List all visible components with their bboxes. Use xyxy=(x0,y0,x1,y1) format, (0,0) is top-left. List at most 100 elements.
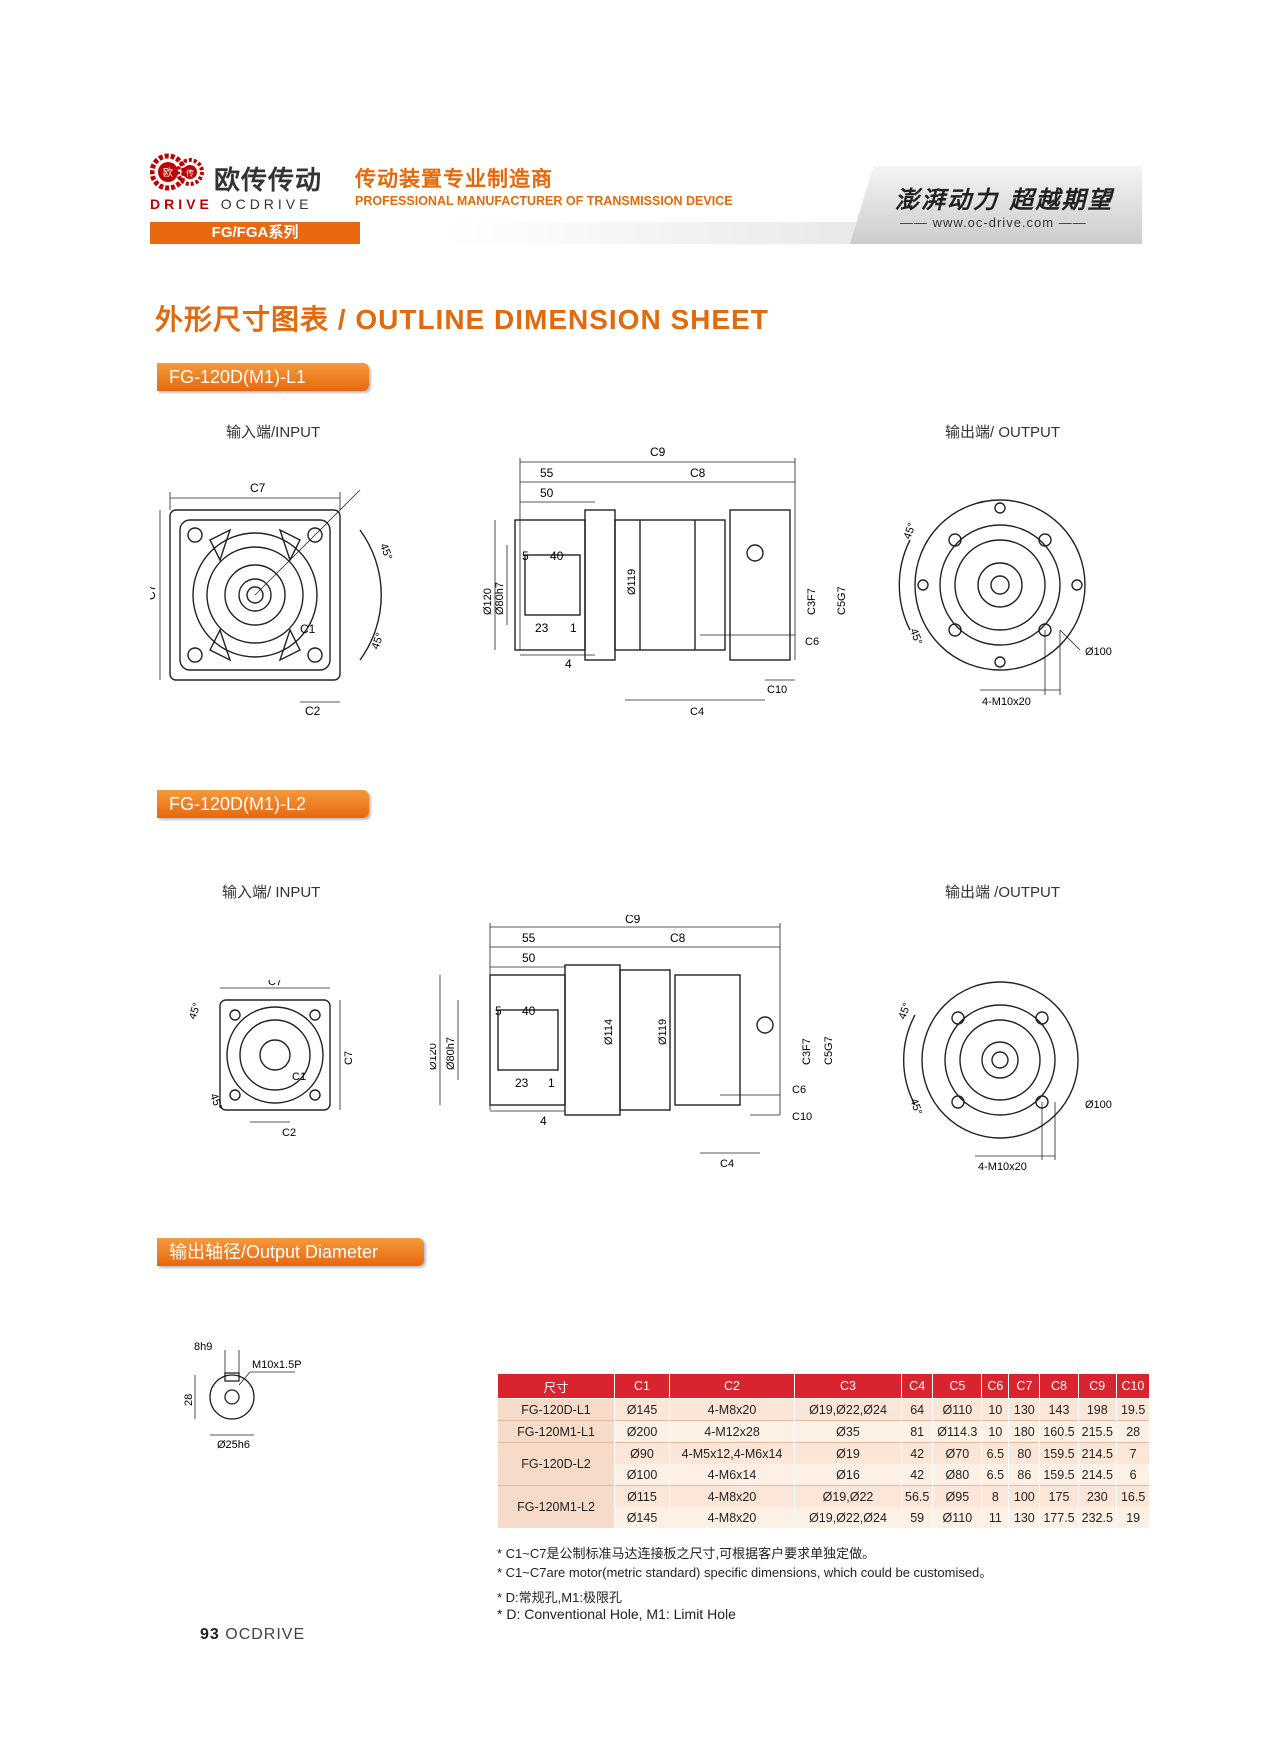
table-cell: 7 xyxy=(1115,1442,1150,1464)
dim-40-l1: 40 xyxy=(550,549,564,563)
page-title: 外形尺寸图表 / OUTLINE DIMENSION SHEET xyxy=(155,304,769,335)
table-cell: 42 xyxy=(900,1464,933,1486)
table-cell: Ø19,Ø22 xyxy=(794,1485,902,1507)
dim-d80-l2: Ø80h7 xyxy=(445,1037,457,1070)
dim-c7v-l1: C7 xyxy=(150,584,158,600)
table-cell: Ø19 xyxy=(794,1442,902,1464)
footer-brand: OCDRIVE xyxy=(225,1626,306,1643)
output-label-l2: 输出端 /OUTPUT xyxy=(945,884,1060,901)
dim-45-out-b-l2: 45° xyxy=(907,1097,924,1117)
input-flange-drawing-l2: C7 C7 C1 C2 45° 45° xyxy=(190,980,355,1139)
table-cell: Ø114.3 xyxy=(932,1420,982,1443)
shaft-height: 28 xyxy=(183,1394,195,1406)
table-cell: Ø95 xyxy=(932,1485,982,1507)
dim-c2-l1: C2 xyxy=(305,704,321,718)
dim-c8-l1: C8 xyxy=(690,466,706,480)
table-cell: 160.5 xyxy=(1039,1420,1079,1443)
table-cell: 11 xyxy=(981,1507,1009,1528)
section-title-output-diameter: 输出轴径/Output Diameter xyxy=(157,1238,424,1266)
table-cell: 4-M8x20 xyxy=(669,1398,795,1421)
note-3: * D:常规孔,M1:极限孔 xyxy=(497,1590,622,1605)
table-cell: Ø35 xyxy=(794,1420,902,1443)
note-2: * C1~C7are motor(metric standard) specif… xyxy=(497,1565,993,1580)
table-header: C4 xyxy=(900,1373,934,1399)
table-cell: 159.5 xyxy=(1039,1442,1079,1464)
table-cell: 19 xyxy=(1115,1507,1150,1528)
table-cell: 232.5 xyxy=(1077,1507,1117,1528)
dim-d100-l2: Ø100 xyxy=(1085,1099,1112,1111)
table-cell: Ø70 xyxy=(932,1442,982,1464)
dim-d119-l2: Ø119 xyxy=(657,1019,669,1045)
table-cell: 59 xyxy=(900,1507,933,1528)
table-cell-model: FG-120D-L1 xyxy=(497,1398,615,1421)
table-cell: 214.5 xyxy=(1077,1442,1117,1464)
dim-d114-l2: Ø114 xyxy=(603,1019,615,1045)
table-cell: 6.5 xyxy=(981,1464,1009,1486)
table-header: C2 xyxy=(669,1373,795,1399)
brand-word: OCDRIVE xyxy=(220,196,313,212)
dim-d80-l1: Ø80h7 xyxy=(494,582,506,615)
dim-c7-l1: C7 xyxy=(250,481,266,495)
shaft-thread: M10x1.5P xyxy=(252,1359,302,1371)
table-cell: 198 xyxy=(1077,1398,1117,1421)
dim-45-out-a-l1: 45° xyxy=(902,521,919,541)
brand-prefix: DRIVE xyxy=(150,196,213,212)
table-cell: Ø110 xyxy=(932,1507,982,1528)
output-flange-drawing-l2: 45° 45° Ø100 4-M10x20 xyxy=(897,981,1112,1173)
dim-45-a-l2: 45° xyxy=(190,1001,204,1021)
table-cell: Ø90 xyxy=(614,1442,670,1464)
table-cell: 4-M8x20 xyxy=(669,1507,795,1528)
dim-m10-l1: 4-M10x20 xyxy=(982,696,1031,708)
dim-c6-l1: C6 xyxy=(805,636,819,648)
shaft-diameter: Ø25h6 xyxy=(217,1439,250,1450)
table-cell-model: FG-120M1-L2 xyxy=(497,1485,615,1528)
dim-c4-l2: C4 xyxy=(720,1158,734,1170)
note-1: * C1~C7是公制标准马达连接板之尺寸,可根据客户要求单独定做。 xyxy=(497,1546,876,1561)
page-footer: 93 OCDRIVE xyxy=(200,1626,305,1644)
table-cell: 10 xyxy=(981,1420,1009,1443)
table-header: C8 xyxy=(1039,1373,1079,1399)
website-url: www.oc-drive.com xyxy=(932,215,1055,230)
dim-c1-l2: C1 xyxy=(292,1071,306,1083)
input-label-l1: 输入端/INPUT xyxy=(226,424,321,441)
table-cell: Ø19,Ø22,Ø24 xyxy=(794,1507,902,1528)
table-cell: 56.5 xyxy=(900,1485,933,1507)
table-cell: 8 xyxy=(981,1485,1009,1507)
dim-c4-l1: C4 xyxy=(690,706,704,718)
tagline-cn: 传动装置专业制造商 xyxy=(355,168,553,191)
dim-c5-l2: C5G7 xyxy=(823,1036,835,1065)
slogan-panel xyxy=(850,166,1142,244)
table-cell: 180 xyxy=(1008,1420,1040,1443)
brand-name-en: DRIVE OCDRIVE xyxy=(150,196,312,212)
series-tab: FG/FGA系列 xyxy=(150,222,360,244)
page-number: 93 xyxy=(200,1626,220,1643)
table-cell: 16.5 xyxy=(1115,1485,1150,1507)
section-title-l1: FG-120D(M1)-L1 xyxy=(157,363,369,391)
dim-1-l2: 1 xyxy=(548,1076,555,1090)
slogan: 澎湃动力 超越期望 xyxy=(895,185,1114,214)
logo-char-1: 欧 xyxy=(163,167,173,179)
dim-5-l2: 5 xyxy=(495,1004,502,1018)
output-label-l1: 输出端/ OUTPUT xyxy=(945,424,1060,441)
dim-c10-l1: C10 xyxy=(767,684,787,696)
dim-45-b-l2: 45° xyxy=(207,1092,224,1112)
table-cell: 80 xyxy=(1008,1442,1040,1464)
table-cell: 64 xyxy=(900,1398,933,1421)
table-header: C5 xyxy=(932,1373,983,1399)
table-cell: 4-M5x12,4-M6x14 xyxy=(669,1442,795,1464)
dim-c5-l1: C5G7 xyxy=(836,586,848,615)
table-cell: Ø80 xyxy=(932,1464,982,1486)
table-cell: 4-M12x28 xyxy=(669,1420,795,1443)
table-cell: Ø145 xyxy=(614,1507,670,1528)
table-cell: 130 xyxy=(1008,1507,1040,1528)
table-cell: 4-M8x20 xyxy=(669,1485,795,1507)
dim-c3-l2: C3F7 xyxy=(801,1038,813,1065)
table-cell: 42 xyxy=(900,1442,933,1464)
table-cell: Ø19,Ø22,Ø24 xyxy=(794,1398,902,1421)
table-cell: Ø115 xyxy=(614,1485,670,1507)
